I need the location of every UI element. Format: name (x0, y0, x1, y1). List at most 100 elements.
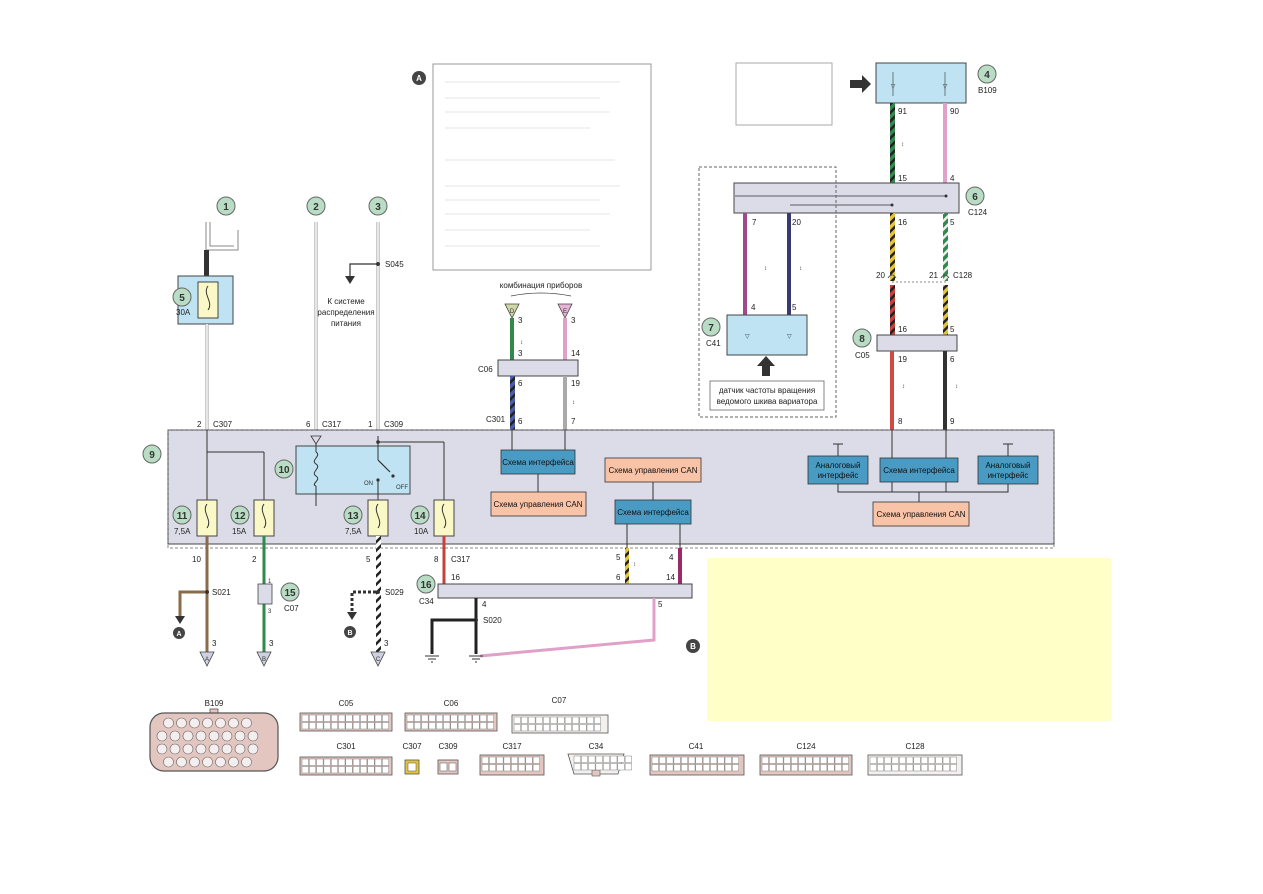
legend-c307 (404, 759, 420, 775)
splice-s021-label: S021 (212, 588, 231, 597)
pin-b109-91: 91 (898, 107, 907, 116)
connector-pin-cell (301, 766, 309, 774)
connector-pin-cell (487, 714, 494, 722)
connector-pin-cell (331, 766, 338, 774)
c41-sym-a: ▽ (745, 334, 750, 340)
ground-icon-2 (469, 655, 483, 663)
connector-pin-cell (899, 756, 906, 764)
sensor-label-2: ведомого шкива вариатора (717, 397, 818, 406)
analog-interface-2-label-1: Аналоговый (985, 461, 1030, 470)
legend-c124-label: C124 (796, 742, 816, 751)
connector-pin-cell (323, 766, 331, 774)
connector-pin-cell (928, 764, 936, 772)
connector-pin-cell (528, 716, 536, 724)
fuse-12-rating: 15A (232, 527, 247, 536)
connector-pin-cell (834, 764, 842, 772)
connector-pin-cell (511, 756, 518, 764)
pin-c07-3: 3 (268, 609, 272, 615)
arrow-updown-6: ↕ (520, 340, 523, 346)
pin-c05-5: 5 (950, 325, 955, 334)
pin-ecu-8: 8 (898, 417, 903, 426)
connector-pin-cell (543, 716, 550, 724)
connector-pin-cell (436, 714, 443, 722)
b109-pin-cell (247, 730, 259, 742)
connector-pin-cell (316, 766, 324, 774)
callout-6: 6 (972, 192, 978, 203)
connector-pin-cell (421, 722, 429, 730)
connector-c317-label-bottom: C317 (451, 555, 471, 564)
pin-c317-6: 6 (306, 420, 311, 429)
marker-b-bottom-label: B (347, 630, 352, 637)
connector-pin-cell (496, 756, 504, 764)
wire-c128-20 (890, 285, 895, 335)
connector-b109-label: B109 (978, 86, 997, 95)
connector-pin-cell (942, 764, 950, 772)
pin-out-8: 8 (434, 555, 439, 564)
connector-c34 (437, 583, 693, 599)
connector-pin-cell (717, 756, 725, 764)
connector-pin-cell (367, 758, 375, 766)
connector-pin-cell (323, 714, 331, 722)
connector-pin-cell (920, 764, 928, 772)
power-dist-label-1: К системе (327, 297, 365, 306)
connector-pin-cell (651, 756, 659, 764)
wire-c128-21 (943, 285, 948, 335)
sensor-frame (698, 166, 837, 418)
fuse-5 (197, 281, 219, 319)
connector-pin-cell (702, 764, 710, 772)
interface-module-3-label: Схема интерфейса (883, 466, 955, 475)
b109-pin-cell (182, 730, 194, 742)
connector-pin-cell (382, 758, 389, 766)
callout-1: 1 (223, 202, 229, 213)
connector-pin-cell (594, 724, 601, 732)
connector-pin-cell (869, 756, 877, 764)
connector-pin-cell (573, 763, 581, 771)
pin-a-3: 3 (212, 639, 217, 648)
connector-pin-cell (834, 756, 842, 764)
connector-c124-label: C124 (968, 208, 988, 217)
connector-pin-cell (316, 758, 324, 766)
connector-pin-cell (783, 756, 791, 764)
pin-c124-16: 16 (898, 218, 907, 227)
pin-c34-5: 5 (658, 600, 663, 609)
legend-c124 (759, 754, 853, 776)
connector-pin-cell (673, 756, 681, 764)
pin-out-10: 10 (192, 555, 201, 564)
can-module-1 (490, 491, 587, 517)
pin-c34-4: 4 (482, 600, 487, 609)
legend-c07 (511, 714, 609, 734)
arrow-updown-4: ↕ (902, 384, 905, 390)
sensor-label-box (709, 380, 825, 411)
connector-pin-cell (338, 758, 346, 766)
analog-interface-2-label-2: интерфейс (988, 471, 1029, 480)
callout-3: 3 (375, 202, 381, 213)
interface-module-2 (614, 499, 692, 525)
pin-c06-6: 6 (518, 379, 523, 388)
connector-pin-cell (710, 756, 718, 764)
connector-c307-label: C307 (213, 420, 233, 429)
connector-pin-cell (543, 724, 550, 732)
connector-pin-cell (352, 714, 360, 722)
terminal-b-label: B (262, 657, 266, 663)
arrow-up-icon (757, 356, 775, 376)
pin-c34-16: 16 (451, 573, 460, 582)
connector-pin-cell (450, 714, 458, 722)
connector-pin-cell (624, 763, 632, 771)
legend-c41 (649, 754, 745, 776)
connector-pin-cell (518, 756, 526, 764)
connector-pin-cell (331, 758, 338, 766)
terminal-c-label: C (376, 657, 381, 663)
b109-pin-cell (221, 743, 233, 755)
connector-pin-cell (827, 764, 835, 772)
legend-c07-label: C07 (552, 696, 567, 705)
connector-pin-cell (681, 756, 688, 764)
wire-c301-6 (510, 376, 515, 452)
pin-c05-16: 16 (898, 325, 907, 334)
power-dist-label-3: питания (331, 319, 361, 328)
pin-can-4: 4 (669, 553, 674, 562)
pin-b-3: 3 (269, 639, 274, 648)
interface-module-3 (879, 457, 959, 483)
legend-c05-label: C05 (339, 699, 354, 708)
arrow-updown-8: ↕ (633, 562, 636, 568)
